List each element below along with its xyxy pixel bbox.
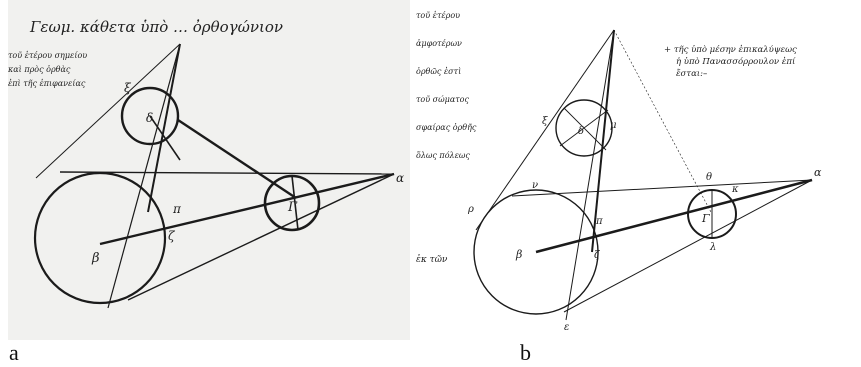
tangent-line-right [107,43,181,309]
large-circle-b [473,189,599,315]
label-zeta-a: ζ [168,229,176,243]
diagram-b-bottom-note: ἐκ τῶν [416,254,448,265]
label-xi-b: ξ [542,116,548,127]
label-gamma-a: Γ [287,200,298,215]
manuscript-figure-a: Γεωμ. κάθετα ὑπὸ … ὀρθογώνιον τοῦ ἑτέρου… [8,0,410,340]
tangent-line-right-b [565,29,615,321]
delta-diameter-2 [559,109,609,147]
center-line-beta-alpha-b [535,178,813,254]
connector-delta-gamma [177,118,297,200]
label-theta-b: θ [706,172,712,183]
label-epsilon-b: ε [564,322,569,333]
label-nu-b: ν [532,180,538,191]
diagram-a-marginalia-3: ἐπὶ τῆς ἐπιφανείας [8,79,86,88]
diagram-a-marginalia-2: καὶ πρὸς ὀρθὰς [8,65,71,74]
diagram-b-text-left-3: ὀρθῶς ἐστὶ [416,67,461,76]
lower-converging-line-b [563,179,813,313]
diagram-b-text-right-3: ἔσται:– [676,68,707,79]
diagram-a-heading: Γεωμ. κάθετα ὑπὸ … ὀρθογώνιον [29,18,283,36]
upper-converging-line [59,171,395,175]
label-lambda-b: λ [709,242,716,253]
diagram-a-marginalia-1: τοῦ ἑτέρου σημείου [8,51,87,60]
diagram-b-text-left-6: ὅλως πόλεως [416,151,470,160]
diagram-b-text-left-4: τοῦ σώματος [416,95,469,104]
upper-circle-delta-b [555,99,613,157]
diagram-b-text-right-1: + τῆς ὑπὸ μέσην ἐπικαλύψεως [664,44,797,55]
tangent-line-left [35,43,181,179]
diagram-b-text-left-1: τοῦ ἑτέρου [416,11,460,20]
label-zeta-b: ζ [594,250,600,261]
apex-axis-b [591,29,615,253]
diagram-a-drawing: Γεωμ. κάθετα ὑπὸ … ὀρθογώνιον τοῦ ἑτέρου… [8,18,404,309]
label-mu-b: μ [610,120,617,131]
large-circle [33,171,167,305]
upper-converging-line-b [511,179,813,197]
figure-caption-b: b [520,340,531,365]
diagram-b-text-left-2: ἀμφοτέρων [416,39,462,48]
label-pi-b: π [595,216,603,227]
label-delta-a: δ [146,111,153,125]
label-pi-a: π [172,202,182,216]
diagram-b-drawing: τοῦ ἑτέρου ἀμφοτέρων ὀρθῶς ἐστὶ τοῦ σώμα… [416,11,822,333]
label-beta-a: β [91,251,100,266]
figure-caption-a: a [9,340,19,365]
delta-diameter-1 [563,107,607,151]
delta-radius [149,115,181,161]
label-kappa-b: κ [731,184,739,195]
center-line-beta-alpha [99,172,395,246]
diagram-b-text-right-2: ἡ ὑπὸ Πανασσόρρουλον ἐπί [676,56,796,67]
lower-converging-line [127,173,395,301]
label-delta-b: δ [578,126,584,137]
tangent-line-left-b [475,29,615,231]
manuscript-figure-b: τοῦ ἑτέρου ἀμφοτέρων ὀρθῶς ἐστὶ τοῦ σώμα… [414,0,858,340]
label-beta-b: β [515,248,522,261]
label-alpha-b: α [814,166,822,179]
gamma-diameter [291,175,299,231]
label-rho-b: ρ [467,204,474,215]
apex-axis [147,43,181,213]
label-gamma-b: Γ [701,212,710,225]
upper-circle-delta [120,86,180,146]
diagram-b-text-left-5: σφαίρας ὀρθῆς [416,123,477,132]
label-alpha-a: α [396,171,404,185]
label-xi-a: ξ [124,81,132,95]
connector-apex-gamma-b [613,29,713,215]
